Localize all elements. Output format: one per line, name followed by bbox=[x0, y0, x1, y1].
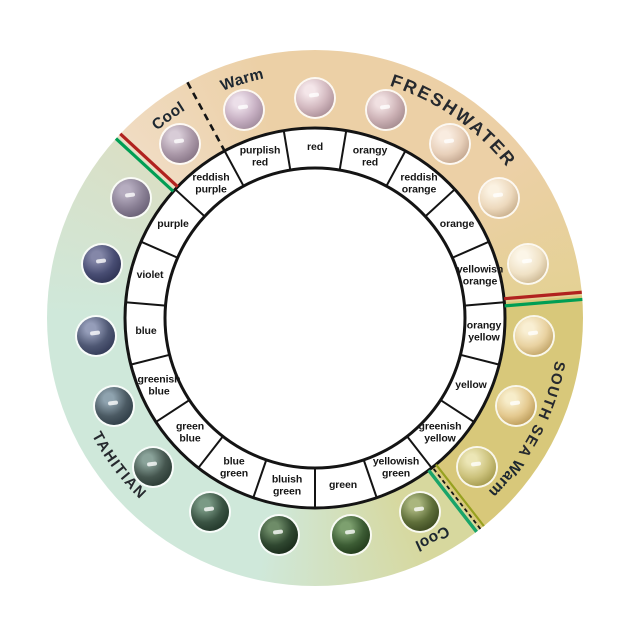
hue-label-greenish-blue: greenish blue bbox=[137, 373, 181, 397]
hue-label-yellow: yellow bbox=[455, 379, 487, 392]
hue-label-yellowish-orange: yellowish orange bbox=[456, 263, 504, 287]
boundary-green-line bbox=[114, 137, 175, 193]
hue-label-orange: orange bbox=[439, 218, 475, 231]
hue-label-reddish-purple: reddish purple bbox=[192, 171, 230, 195]
hue-label-reddish-orange: reddish orange bbox=[400, 171, 438, 195]
hue-ring-inner-circle bbox=[163, 166, 467, 470]
label-cool-freshwater: Cool bbox=[149, 99, 188, 134]
label-warm-freshwater: Warm bbox=[218, 66, 265, 95]
pearl-bluish-green bbox=[260, 516, 298, 554]
pearl-orangy-yellow bbox=[515, 317, 553, 355]
hue-label-red: red bbox=[306, 141, 324, 154]
pearl-orangy-red bbox=[367, 91, 405, 129]
pearl-greenish-blue bbox=[95, 387, 133, 425]
hue-label-yellowish-green: yellowish green bbox=[372, 455, 420, 479]
boundary-tahitian-freshwater bbox=[114, 132, 179, 193]
cool-warm-dashed-line bbox=[186, 81, 227, 153]
boundary-red-line bbox=[503, 290, 582, 301]
boundary-red-line bbox=[119, 132, 179, 188]
pearl-green bbox=[332, 516, 370, 554]
pearl-yellowish-orange bbox=[509, 245, 547, 283]
pearl-blue-green bbox=[191, 493, 229, 531]
boundary-southsea-tahitian bbox=[427, 463, 485, 533]
pearl-yellowish-green bbox=[401, 493, 439, 531]
hue-label-orangy-yellow: orangy yellow bbox=[466, 319, 502, 343]
pearl-reddish-orange bbox=[431, 125, 469, 163]
hue-label-blue-green: blue green bbox=[219, 455, 249, 479]
pearl-reddish-purple bbox=[161, 125, 199, 163]
label-warm-south-sea: Warm bbox=[485, 456, 526, 501]
pearl-blue bbox=[77, 317, 115, 355]
hue-label-green-blue: green blue bbox=[175, 420, 205, 444]
region-label-south-sea: SOUTH SEA bbox=[514, 360, 568, 462]
pearl-orange bbox=[480, 179, 518, 217]
pearl-yellow bbox=[497, 387, 535, 425]
hue-label-green: green bbox=[328, 479, 358, 492]
hue-label-purplish-red: purplish red bbox=[239, 144, 281, 168]
pearl-purplish-red bbox=[225, 91, 263, 129]
pearl-greenish-yellow bbox=[458, 448, 496, 486]
region-label-tahitian: TAHITIAN bbox=[88, 429, 150, 503]
pearl-red bbox=[296, 79, 334, 117]
hue-label-purple: purple bbox=[157, 218, 189, 231]
boundary-green-line bbox=[504, 297, 583, 308]
boundary-cool-warm-freshwater bbox=[186, 81, 227, 153]
pearl-purple bbox=[112, 179, 150, 217]
hue-label-orangy-red: orangy red bbox=[352, 144, 388, 168]
hue-label-blue: blue bbox=[135, 325, 157, 338]
cool-warm-dashed-line bbox=[431, 466, 482, 530]
boundary-freshwater-southsea bbox=[503, 290, 583, 308]
label-cool-tahitian: Cool bbox=[412, 522, 452, 554]
hue-label-bluish-green: bluish green bbox=[271, 473, 303, 497]
hue-label-greenish-yellow: greenish yellow bbox=[418, 420, 462, 444]
boundary-teal-line bbox=[427, 469, 478, 533]
pearl-green-blue bbox=[134, 448, 172, 486]
hue-ring-dividers bbox=[125, 130, 505, 508]
hue-label-violet: violet bbox=[136, 269, 164, 282]
boundary-olive-line bbox=[435, 463, 485, 527]
pearl-violet bbox=[83, 245, 121, 283]
